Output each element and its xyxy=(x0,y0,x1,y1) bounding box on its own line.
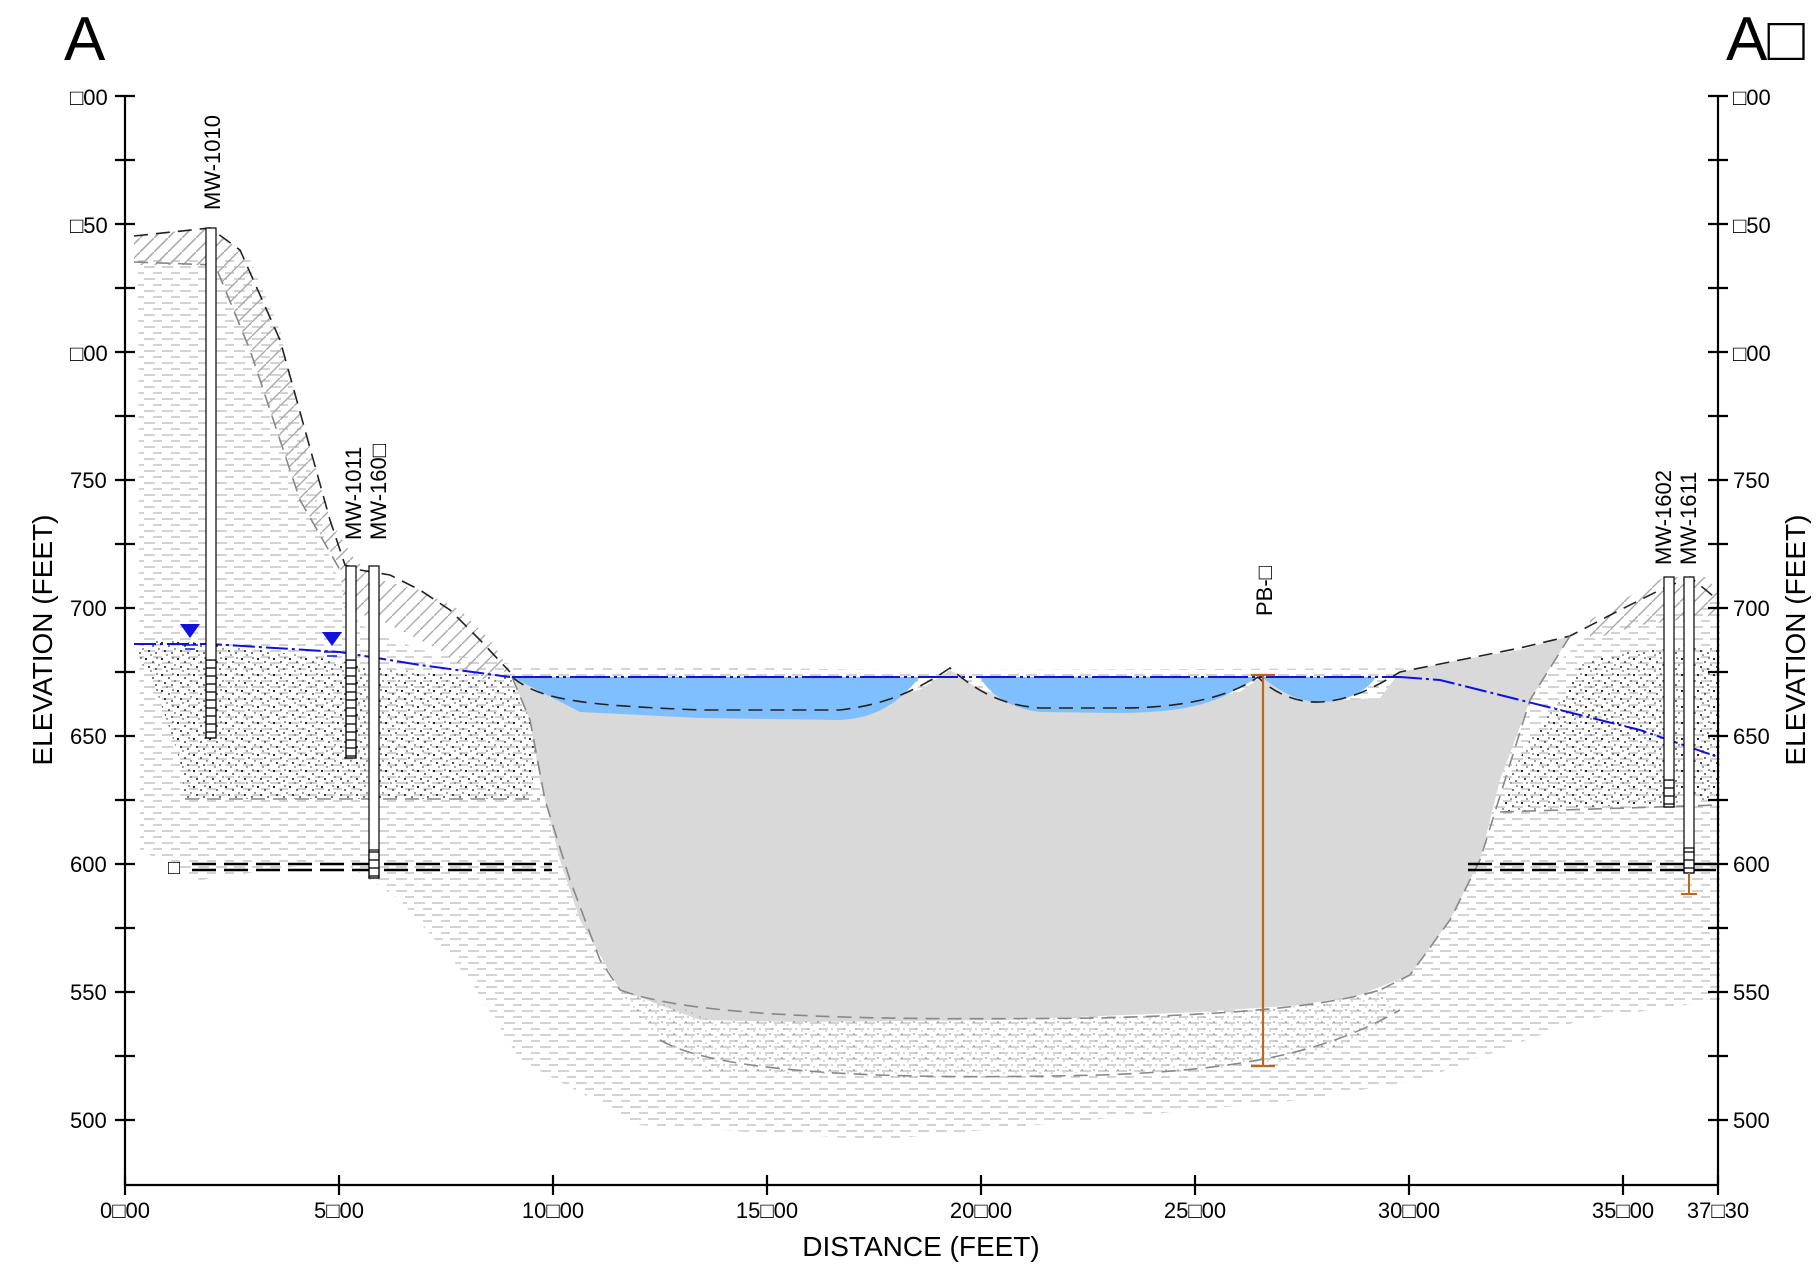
well-label-mw1011: MW-1011 xyxy=(341,447,366,540)
water-level-triangle-icon xyxy=(180,624,200,638)
y-label: 750 xyxy=(70,468,107,493)
fill-cap-left xyxy=(134,228,240,265)
well-mw160x xyxy=(368,565,380,879)
well-mw1011 xyxy=(345,565,357,759)
lake-bottom-boundary xyxy=(511,576,1719,711)
unit-boundaries xyxy=(133,227,1719,1078)
groundwater-line-right xyxy=(1399,676,1719,758)
basin-floor-upper xyxy=(619,989,1381,1020)
y-label: 700 xyxy=(70,596,107,621)
y-label: 700 xyxy=(1733,596,1770,621)
x-label: 20□00 xyxy=(950,1198,1012,1223)
y-label: 500 xyxy=(70,1108,107,1133)
y-tick-labels-left: □00 □50 □00 750 700 650 600 550 500 xyxy=(70,85,108,1133)
groundwater-surface xyxy=(134,624,1719,758)
axis-ticks xyxy=(115,94,1728,1195)
wells xyxy=(205,227,1697,1068)
x-label: 5□00 xyxy=(314,1198,364,1223)
x-label: 25□00 xyxy=(1164,1198,1226,1223)
well-mw1602 xyxy=(1663,576,1675,808)
basin-floor-lower xyxy=(659,1009,1401,1078)
y-label: 500 xyxy=(1733,1108,1770,1133)
y-label: □00 xyxy=(1733,85,1771,110)
y-label: 550 xyxy=(70,980,107,1005)
water-level-triangle-icon-2 xyxy=(322,632,342,646)
contact-marker: □ xyxy=(168,857,180,879)
y-label: 550 xyxy=(1733,980,1770,1005)
water-table-symbol-lines xyxy=(182,644,340,657)
well-label-pb: PB-□ xyxy=(1252,566,1277,616)
section-end-label: A□ xyxy=(1726,5,1805,74)
x-tick-labels: 0□00 5□00 10□00 15□00 20□00 25□00 30□00 … xyxy=(100,1198,1749,1223)
y-label: □00 xyxy=(70,341,108,366)
well-label-mw160x: MW-160□ xyxy=(366,444,391,540)
x-axis-title: DISTANCE (FEET) xyxy=(802,1231,1039,1262)
y-tick-labels-right: □00 □50 □00 750 700 650 600 550 500 xyxy=(1733,85,1771,1133)
y-axis-title-left: ELEVATION (FEET) xyxy=(27,515,58,766)
y-label: □50 xyxy=(70,213,108,238)
section-start-label: A xyxy=(64,5,106,74)
gravel-unit xyxy=(620,990,1400,1078)
well-screen xyxy=(1683,847,1695,874)
well-label-mw1010: MW-1010 xyxy=(200,115,225,210)
sand-unit-left xyxy=(134,640,540,799)
x-label: 35□00 xyxy=(1592,1198,1654,1223)
axes xyxy=(123,96,1720,1187)
basin-right-wall xyxy=(1379,635,1571,991)
fill-base-left xyxy=(133,261,341,571)
y-label: 600 xyxy=(1733,852,1770,877)
y-label: □50 xyxy=(1733,213,1771,238)
well-mw1010 xyxy=(205,227,217,739)
well-mw1611 xyxy=(1681,576,1697,895)
y-axis-title-right: ELEVATION (FEET) xyxy=(1780,515,1811,766)
well-screen xyxy=(368,849,380,879)
well-screen xyxy=(1663,779,1675,808)
well-label-mw1611: MW-1611 xyxy=(1676,472,1701,565)
well-screen xyxy=(345,659,357,759)
sand-base-right xyxy=(1499,804,1719,813)
y-label: □00 xyxy=(1733,341,1771,366)
y-label: 650 xyxy=(1733,724,1770,749)
x-label: 10□00 xyxy=(522,1198,584,1223)
boring-pb xyxy=(1251,673,1275,1068)
x-label: 0□00 xyxy=(100,1198,150,1223)
well-labels: MW-1010 MW-1011 MW-160□ PB-□ MW-1602 MW-… xyxy=(200,115,1701,616)
basin-gray-fill xyxy=(512,636,1570,1022)
well-screen xyxy=(205,659,217,739)
y-label: □00 xyxy=(70,85,108,110)
well-label-mw1602: MW-1602 xyxy=(1651,470,1676,565)
lake-water-3 xyxy=(1262,677,1376,702)
y-label: 600 xyxy=(70,852,107,877)
x-label: 30□00 xyxy=(1378,1198,1440,1223)
x-label: 37□30 xyxy=(1687,1198,1749,1223)
lake-water-2 xyxy=(980,677,1258,713)
y-label: 750 xyxy=(1733,468,1770,493)
fill-unit-left xyxy=(134,228,510,680)
y-label: 650 xyxy=(70,724,107,749)
x-label: 15□00 xyxy=(736,1198,798,1223)
